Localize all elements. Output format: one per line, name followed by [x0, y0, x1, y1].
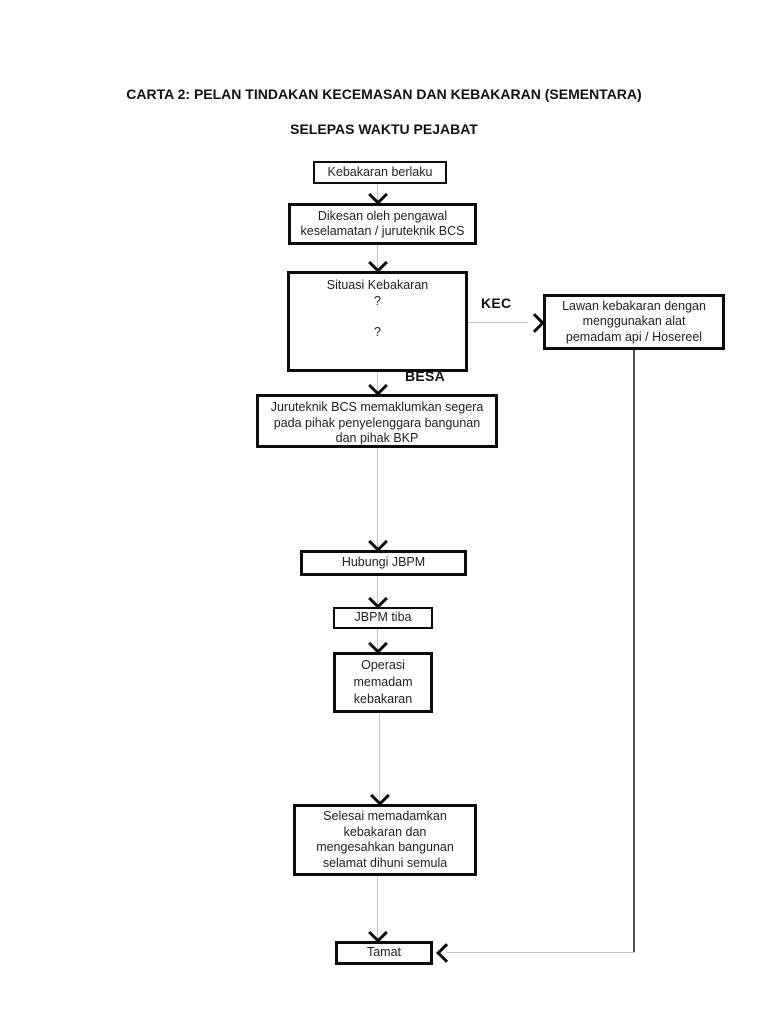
- arrow-down-icon: [368, 253, 388, 273]
- arrow-down-icon: [368, 376, 388, 396]
- arrow-down-icon: [368, 634, 388, 654]
- arrow-down-icon: [368, 532, 388, 552]
- node-situasi-kebakaran: Situasi Kebakaran ? ?: [287, 271, 468, 372]
- connector-detect-situation: [377, 245, 378, 271]
- edge-label-besa: BESA: [405, 368, 446, 384]
- arrow-down-icon: [368, 185, 388, 205]
- arrow-right-icon: [525, 313, 545, 333]
- page-subtitle: SELEPAS WAKTU PEJABAT: [290, 121, 478, 137]
- node-hubungi-jbpm: Hubungi JBPM: [300, 550, 467, 576]
- connector-arrive-operation: [377, 629, 378, 652]
- connector-situation-fight-kec: [468, 322, 528, 323]
- connector-complete-end: [377, 876, 378, 941]
- connector-fight-end: [447, 952, 635, 953]
- connector-situation-inform: [377, 372, 378, 394]
- connector-contact-arrive: [377, 576, 378, 607]
- arrow-down-icon: [368, 589, 388, 609]
- edge-label-kec: KEC: [481, 295, 512, 311]
- node-operasi-memadam: Operasi memadam kebakaran: [333, 652, 433, 713]
- node-jbpm-tiba: JBPM tiba: [333, 607, 433, 629]
- page-title: CARTA 2: PELAN TINDAKAN KECEMASAN DAN KE…: [126, 86, 642, 102]
- arrow-down-icon: [368, 923, 388, 943]
- node-selesai-memadamkan: Selesai memadamkan kebakaran dan mengesa…: [293, 804, 477, 876]
- connector-start-detect: [377, 184, 378, 203]
- arrow-down-icon: [370, 786, 390, 806]
- connector-operation-complete: [379, 713, 380, 804]
- node-kebakaran-berlaku: Kebakaran berlaku: [313, 161, 447, 184]
- connector-fight-down: [633, 350, 635, 952]
- connector-inform-contact: [377, 448, 378, 550]
- node-tamat: Tamat: [335, 941, 433, 965]
- arrow-left-icon: [436, 943, 456, 963]
- node-juruteknik-memaklumkan: Juruteknik BCS memaklumkan segera pada p…: [256, 394, 498, 448]
- node-dikesan-pengawal: Dikesan oleh pengawal keselamatan / juru…: [288, 203, 477, 245]
- node-lawan-kebakaran: Lawan kebakaran dengan menggunakan alat …: [543, 294, 725, 350]
